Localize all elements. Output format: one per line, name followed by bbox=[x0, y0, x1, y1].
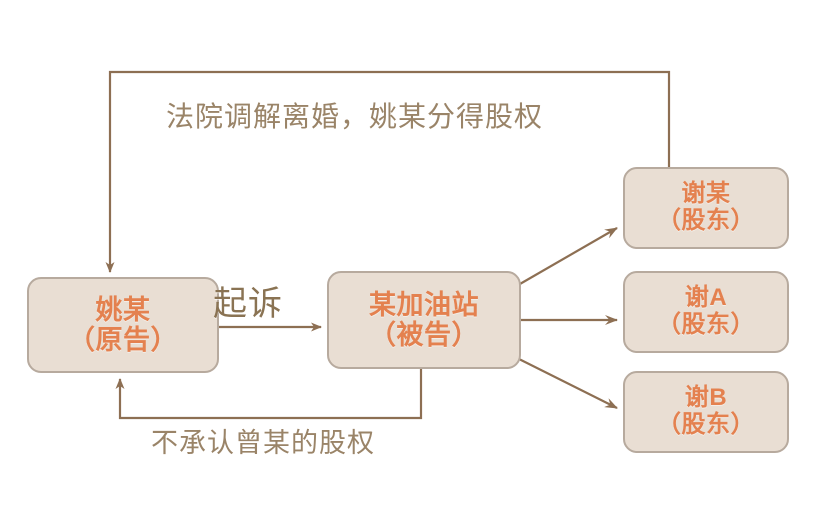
node-xie-mou-role: （股东） bbox=[657, 207, 755, 234]
node-yao-title: 姚某 bbox=[95, 294, 151, 325]
node-xie-b-shareholder[interactable]: 谢B （股东） bbox=[623, 371, 789, 453]
edge-label-lawsuit: 起诉 bbox=[213, 285, 283, 323]
node-xie-b-title: 谢B bbox=[684, 384, 728, 412]
node-xie-a-title: 谢A bbox=[684, 284, 728, 312]
node-xie-a-role: （股东） bbox=[657, 311, 755, 338]
edge-label-divorce-settlement: 法院调解离婚，姚某分得股权 bbox=[166, 101, 544, 132]
node-xie-b-role: （股东） bbox=[657, 411, 755, 438]
node-yao-role: （原告） bbox=[68, 325, 178, 355]
node-xie-a-shareholder[interactable]: 谢A （股东） bbox=[623, 271, 789, 353]
edge-xie-mou-to-yao bbox=[105, 70, 671, 273]
node-xie-mou-shareholder[interactable]: 谢某 （股东） bbox=[623, 167, 789, 249]
node-gas-station-defendant[interactable]: 某加油站 （被告） bbox=[327, 271, 521, 369]
edge-station-to-xie-b bbox=[512, 355, 618, 409]
node-yao-plaintiff[interactable]: 姚某 （原告） bbox=[27, 277, 219, 373]
node-station-role: （被告） bbox=[369, 320, 479, 350]
node-station-title: 某加油站 bbox=[369, 289, 479, 320]
node-xie-mou-title: 谢某 bbox=[681, 180, 731, 208]
edge-station-to-yao bbox=[115, 369, 423, 420]
edge-station-to-xie-mou bbox=[512, 227, 618, 289]
edge-label-deny-equity: 不承认曾某的股权 bbox=[151, 428, 375, 458]
